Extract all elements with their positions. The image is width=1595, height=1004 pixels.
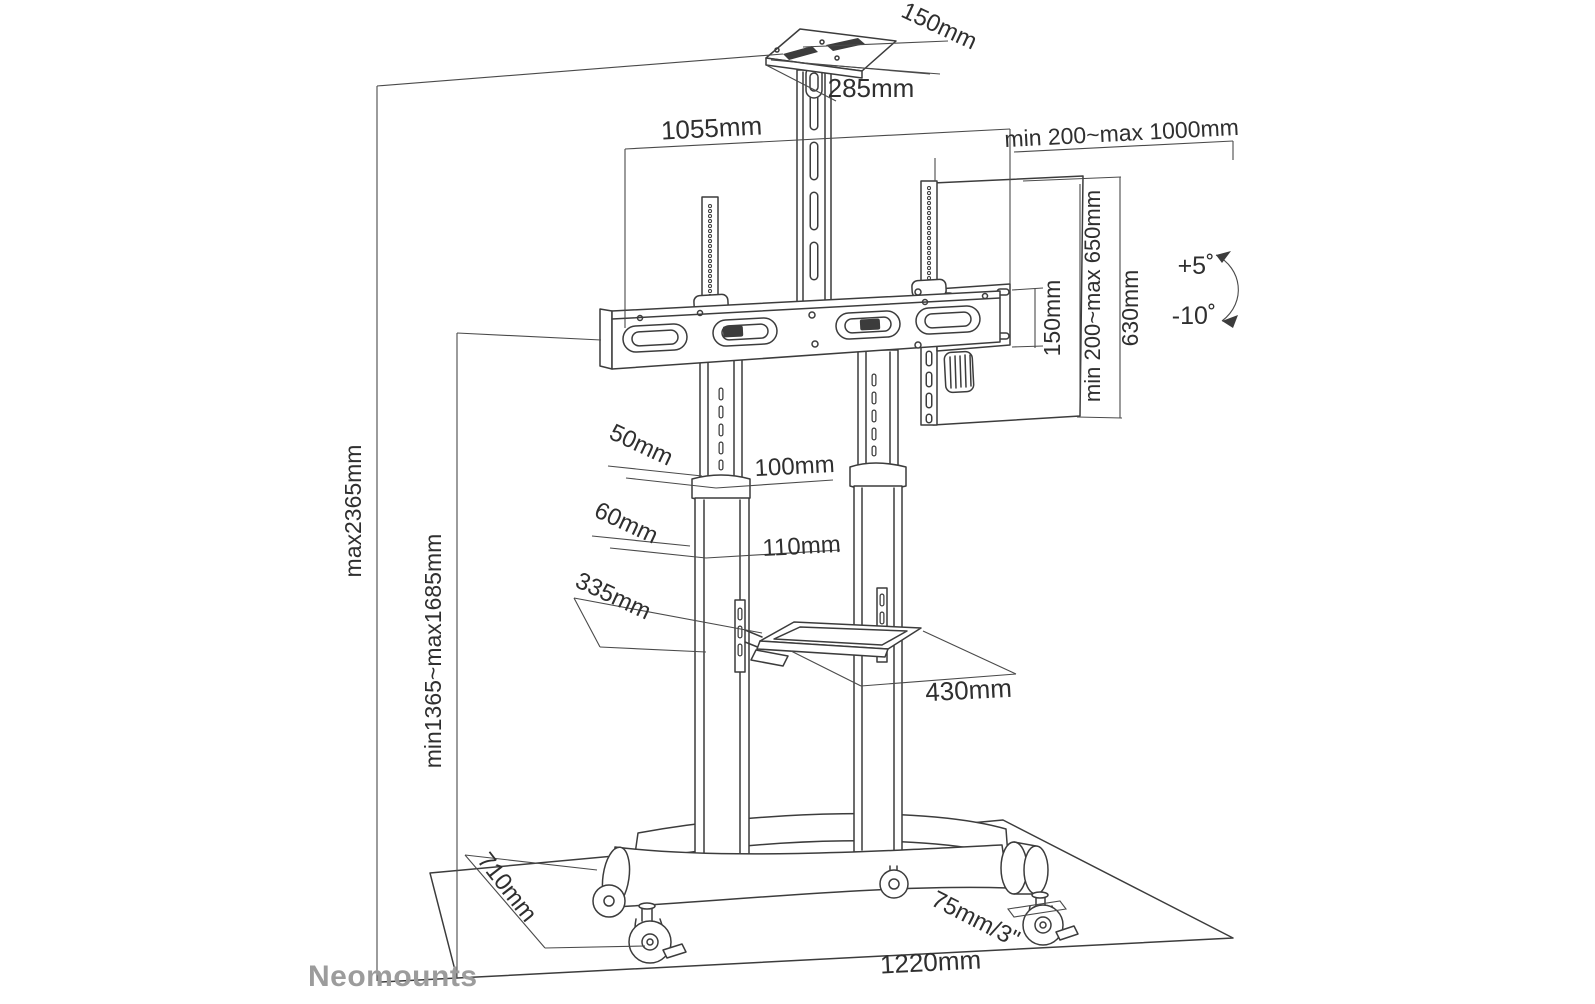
brake-pedal xyxy=(1055,925,1079,941)
top-tray xyxy=(765,28,897,79)
caster-back-right xyxy=(879,865,909,899)
dim-plate-height: 150mm xyxy=(1039,280,1065,357)
caster-front-right xyxy=(1022,891,1079,946)
brake-pedal xyxy=(662,943,687,959)
tilt-indicator xyxy=(1215,251,1239,328)
tilt-arrow-up-icon xyxy=(1216,251,1231,263)
dim-tray-depth: 150mm xyxy=(897,0,981,55)
dim-base-width: 1220mm xyxy=(879,944,982,979)
dim-total-height: max2365mm xyxy=(340,445,366,578)
av-shelf xyxy=(734,587,922,673)
dim-bracket-width: 1055mm xyxy=(660,110,763,145)
right-column xyxy=(849,349,907,853)
dim-panel-lines xyxy=(1011,176,1123,419)
tilt-down-label: -10˚ xyxy=(1172,302,1216,330)
oval-cutouts xyxy=(622,305,981,353)
dim-shelf-lines xyxy=(573,597,1017,687)
dim-lower-tube-width: 110mm xyxy=(762,531,842,562)
dim-base-lines xyxy=(464,854,1067,949)
dim-tube-lines xyxy=(591,465,841,559)
tray-vent-slot xyxy=(783,46,818,60)
dim-caster-size: 75mm/3" xyxy=(927,886,1024,953)
dim-tray-lines xyxy=(765,40,949,102)
tray-vent-slot xyxy=(826,38,865,51)
tilt-up-label: +5˚ xyxy=(1178,252,1215,280)
caster-front-left xyxy=(628,902,687,964)
mount-crossbar xyxy=(599,278,1001,394)
brand-logo: Neomounts xyxy=(308,960,478,993)
base-front-tube xyxy=(601,841,1049,908)
dim-bracket-width-lines xyxy=(624,128,1011,328)
caster-back-left xyxy=(592,884,626,918)
tilt-knob xyxy=(943,350,975,394)
dim-column-height: min1365~max1685mm xyxy=(420,534,446,769)
dim-column-height-lines xyxy=(456,332,602,978)
dim-shelf-width: 430mm xyxy=(924,673,1012,707)
right-tube-end xyxy=(1000,841,1049,895)
dimension-lines xyxy=(376,40,1239,981)
dim-panel-height: 630mm xyxy=(1117,270,1143,347)
dim-tray-width: 285mm xyxy=(828,73,915,103)
center-column xyxy=(796,65,832,304)
casters xyxy=(592,865,1079,964)
dim-vesa-range: min 200~max 650mm xyxy=(1080,190,1105,402)
dim-upper-tube-depth: 50mm xyxy=(605,419,677,472)
dim-total-height-lines xyxy=(376,53,784,981)
dim-lower-tube-depth: 60mm xyxy=(590,497,662,550)
dim-upper-tube-width: 100mm xyxy=(754,451,835,482)
dim-rail-range-lines xyxy=(934,140,1234,181)
tilt-arrow-down-icon xyxy=(1222,315,1238,328)
